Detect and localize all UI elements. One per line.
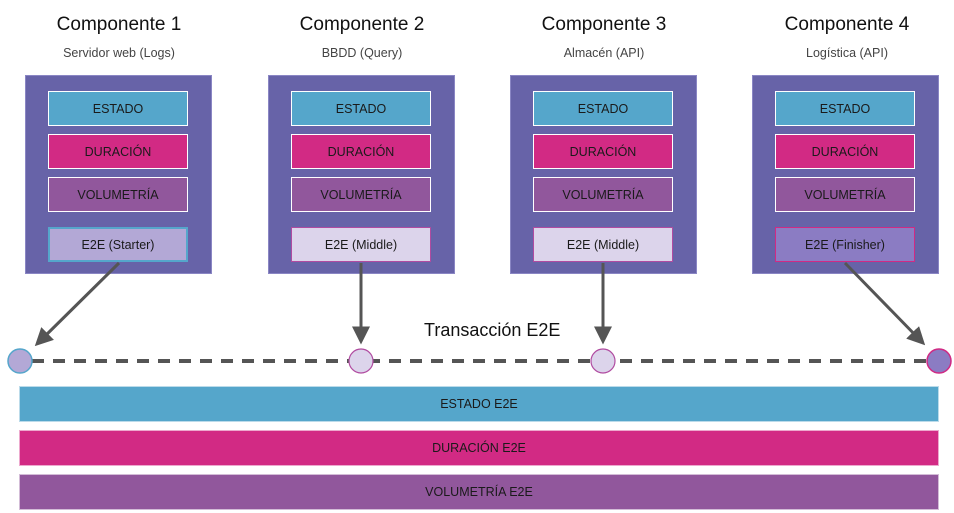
metric-estado: ESTADO	[48, 91, 188, 126]
node-starter	[7, 348, 33, 374]
arrow-starter	[34, 261, 121, 347]
component-subtitle: Servidor web (Logs)	[63, 46, 175, 60]
node-middle-1	[348, 348, 374, 374]
bar-estado-e2e: ESTADO E2E	[19, 386, 939, 422]
metric-estado: ESTADO	[775, 91, 915, 126]
component-subtitle: Almacén (API)	[563, 46, 645, 60]
component-box: ESTADO DURACIÓN VOLUMETRÍA E2E (Starter)	[25, 75, 212, 274]
metric-volumetria: VOLUMETRÍA	[291, 177, 431, 212]
component-title: Componente 1	[56, 14, 182, 35]
metric-e2e-middle: E2E (Middle)	[533, 227, 673, 262]
metric-estado: ESTADO	[291, 91, 431, 126]
metric-volumetria: VOLUMETRÍA	[533, 177, 673, 212]
component-box: ESTADO DURACIÓN VOLUMETRÍA E2E (Middle)	[510, 75, 697, 274]
metric-estado: ESTADO	[533, 91, 673, 126]
metric-e2e-finisher: E2E (Finisher)	[775, 227, 915, 262]
component-box: ESTADO DURACIÓN VOLUMETRÍA E2E (Finisher…	[752, 75, 939, 274]
arrow-finisher	[843, 261, 926, 346]
metric-duracion: DURACIÓN	[291, 134, 431, 169]
component-box: ESTADO DURACIÓN VOLUMETRÍA E2E (Middle)	[268, 75, 455, 274]
component-subtitle: Logística (API)	[806, 46, 888, 60]
metric-duracion: DURACIÓN	[775, 134, 915, 169]
node-middle-2	[590, 348, 616, 374]
metric-volumetria: VOLUMETRÍA	[775, 177, 915, 212]
metric-duracion: DURACIÓN	[48, 134, 188, 169]
component-title: Componente 3	[541, 14, 667, 35]
metric-volumetria: VOLUMETRÍA	[48, 177, 188, 212]
bar-volumetria-e2e: VOLUMETRÍA E2E	[19, 474, 939, 510]
component-subtitle: BBDD (Query)	[321, 46, 403, 60]
component-title: Componente 4	[784, 14, 910, 35]
transaction-label: Transacción E2E	[424, 320, 561, 340]
metric-duracion: DURACIÓN	[533, 134, 673, 169]
bar-duracion-e2e: DURACIÓN E2E	[19, 430, 939, 466]
component-title: Componente 2	[299, 14, 425, 35]
node-finisher	[926, 348, 952, 374]
metric-e2e-starter: E2E (Starter)	[48, 227, 188, 262]
metric-e2e-middle: E2E (Middle)	[291, 227, 431, 262]
